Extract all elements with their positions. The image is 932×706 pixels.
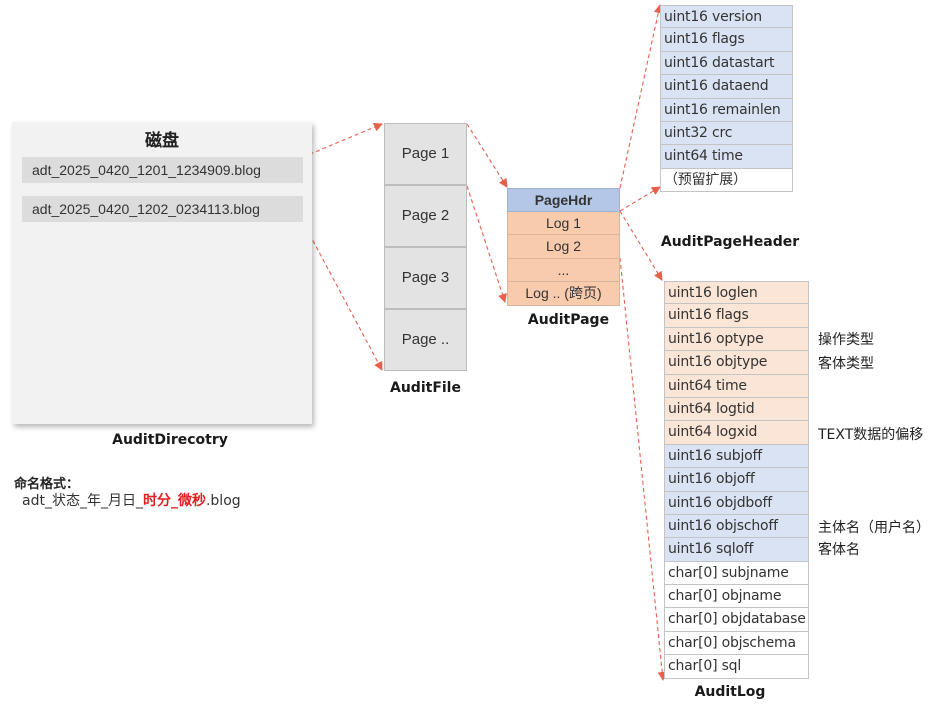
log-row-cross-page: Log .. (跨页) <box>507 282 620 306</box>
log-field-objdatabase: char[0] objdatabase <box>664 608 809 632</box>
header-field-flags: uint16 flags <box>660 28 793 52</box>
audit-log-struct: uint16 loglen uint16 flags uint16 optype… <box>664 281 809 679</box>
note-logxid: TEXT数据的偏移 <box>818 427 924 443</box>
file-item-2: adt_2025_0420_1202_0234113.blog <box>22 196 303 222</box>
header-field-time: uint64 time <box>660 145 793 169</box>
audit-log-caption: AuditLog <box>694 684 766 700</box>
audit-page-caption: AuditPage <box>527 312 610 328</box>
naming-suffix: .blog <box>205 493 241 509</box>
log-field-objschoff: uint16 objschoff <box>664 514 809 539</box>
arrow-hdr-to-header-bottom <box>619 186 661 212</box>
log-field-sql: char[0] sql <box>664 655 809 679</box>
page-header-row: PageHdr <box>507 188 620 212</box>
page-box-1: Page 1 <box>384 123 467 185</box>
note-sqloff: 客体名 <box>818 542 860 558</box>
arrow-page-to-auditpage-top <box>466 123 508 188</box>
log-field-logtid: uint64 logtid <box>664 397 809 422</box>
header-field-dataend: uint16 dataend <box>660 75 793 99</box>
log-field-subjname: char[0] subjname <box>664 561 809 586</box>
file-item-1: adt_2025_0420_1201_1234909.blog <box>22 157 303 183</box>
log-field-subjoff: uint16 subjoff <box>664 444 809 469</box>
log-field-objtype: uint16 objtype <box>664 351 809 375</box>
log-field-objname: char[0] objname <box>664 585 809 609</box>
audit-file-caption: AuditFile <box>390 380 461 396</box>
header-field-remainlen: uint16 remainlen <box>660 98 793 122</box>
arrow-log-to-auditlog-top <box>619 210 663 281</box>
naming-title: 命名格式： <box>14 477 80 492</box>
naming-prefix: adt_状态_年_月日_ <box>22 493 143 509</box>
note-optype: 操作类型 <box>818 332 874 348</box>
page-box-3: Page 3 <box>384 247 467 309</box>
arrow-page-to-auditpage-bottom <box>466 185 507 303</box>
log-field-sqloff: uint16 sqloff <box>664 538 809 562</box>
log-field-logxid: uint64 logxid <box>664 421 809 445</box>
disk-title: 磁盘 <box>145 131 179 151</box>
header-field-crc: uint32 crc <box>660 121 793 146</box>
arrow-disk-to-file-top <box>302 122 383 158</box>
header-field-datastart: uint16 datastart <box>660 51 793 76</box>
header-field-version: uint16 version <box>660 5 793 29</box>
note-objtype: 客体类型 <box>818 356 874 372</box>
arrow-hdr-to-header-top <box>619 4 663 189</box>
audit-directory-caption: AuditDirecotry <box>112 432 228 448</box>
log-field-optype: uint16 optype <box>664 327 809 352</box>
header-field-reserved: （预留扩展） <box>660 168 793 193</box>
log-field-objschema: char[0] objschema <box>664 631 809 656</box>
page-header-struct: uint16 version uint16 flags uint16 datas… <box>660 5 793 193</box>
naming-highlight: 时分_微秒 <box>142 493 206 509</box>
arrow-disk-to-file-bottom <box>302 221 383 371</box>
log-field-objdboff: uint16 objdboff <box>664 491 809 515</box>
note-objschoff: 主体名（用户名） <box>818 520 930 536</box>
page-box-more: Page .. <box>384 309 467 371</box>
log-field-time: uint64 time <box>664 374 809 398</box>
page-box-2: Page 2 <box>384 185 467 247</box>
log-row-1: Log 1 <box>507 211 620 235</box>
log-field-objoff: uint16 objoff <box>664 468 809 492</box>
naming-format: adt_状态_年_月日_时分_微秒.blog <box>22 490 241 510</box>
page-header-caption: AuditPageHeader <box>660 234 800 250</box>
log-row-2: Log 2 <box>507 235 620 259</box>
log-row-ellipsis: ... <box>507 258 620 282</box>
log-field-flags: uint16 flags <box>664 304 809 328</box>
log-field-loglen: uint16 loglen <box>664 281 809 305</box>
